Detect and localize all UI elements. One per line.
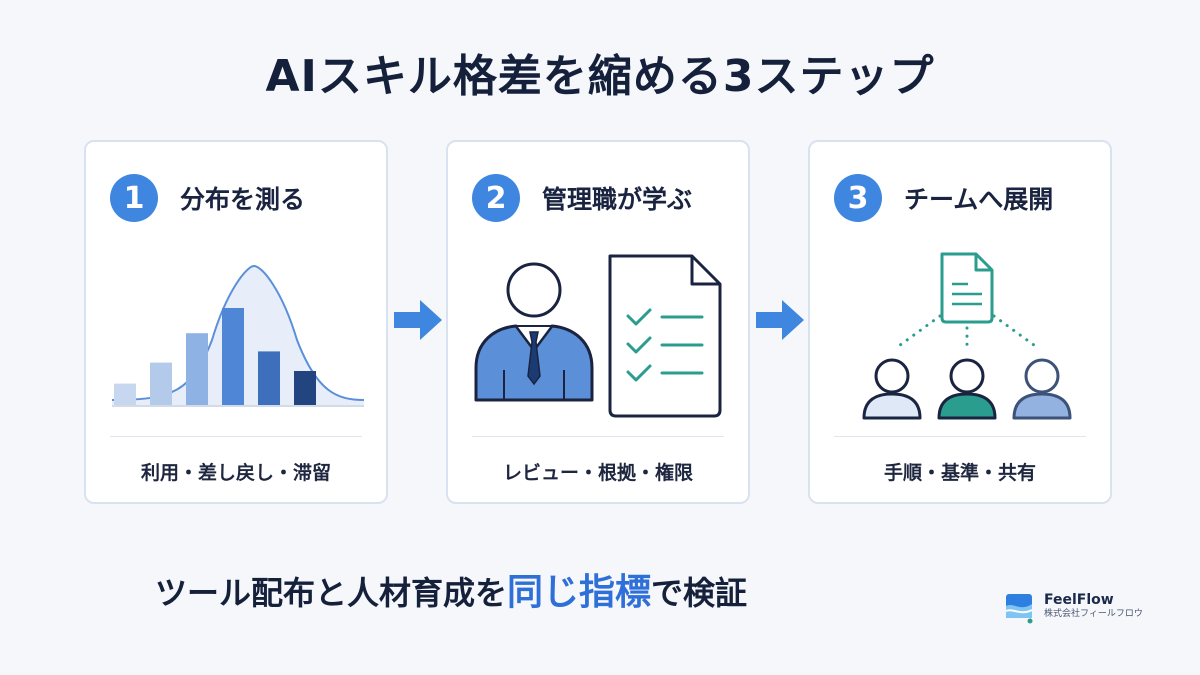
- step-header-2: 2 管理職が学ぶ: [472, 174, 692, 222]
- step-caption-1: 利用・差し戻し・滞留: [140, 462, 331, 484]
- step-caption-2: レビュー・根拠・権限: [502, 462, 693, 484]
- bottom-message-prefix: ツール配布と人材育成を: [155, 574, 508, 612]
- step-card-2: 2 管理職が学ぶ レビュー・根拠・権限: [446, 140, 750, 504]
- checklist-document-icon: [608, 254, 722, 418]
- distribution-bar: [114, 383, 136, 406]
- step-title-3: チームへ展開: [904, 185, 1054, 214]
- step-header-1: 1 分布を測る: [110, 174, 305, 222]
- logo-subtitle: 株式会社フィールフロウ: [1044, 609, 1143, 619]
- arrow-right-icon: [394, 300, 442, 340]
- step-card-3: 3 チームへ展開 手順・基準・共有: [808, 140, 1112, 504]
- company-logo: FeelFlow 株式会社フィールフロウ: [1004, 592, 1143, 624]
- card-divider-2: [472, 436, 724, 437]
- distribution-bar: [294, 371, 316, 406]
- step-number-badge-3: 3: [834, 174, 882, 222]
- step-number-badge-1: 1: [110, 174, 158, 222]
- step-header-3: 3 チームへ展開: [834, 174, 1053, 222]
- step-number-badge-2: 2: [472, 174, 520, 222]
- manager-checklist-icon: [474, 254, 722, 418]
- page-title: AIスキル格差を縮める3ステップ: [265, 51, 935, 102]
- bottom-message-suffix: で検証: [651, 574, 748, 612]
- step-caption-3: 手順・基準・共有: [883, 462, 1036, 484]
- distribution-bars: [114, 308, 316, 406]
- card-divider-1: [110, 436, 362, 437]
- arrow-right-icon: [756, 300, 804, 340]
- distribution-bar: [186, 333, 208, 406]
- team-member-icon-center: [937, 358, 997, 420]
- step-title-1: 分布を測る: [180, 185, 306, 214]
- distribution-bar: [258, 351, 280, 406]
- connection-dots: [894, 314, 1040, 350]
- distribution-bar: [150, 362, 172, 406]
- step-title-2: 管理職が学ぶ: [542, 185, 693, 214]
- bottom-message: ツール配布と人材育成を同じ指標で検証: [155, 563, 747, 615]
- manager-person-icon: [474, 262, 594, 402]
- distribution-bar: [222, 308, 244, 406]
- shared-document-icon: [940, 252, 994, 324]
- team-share-icon: [862, 252, 1072, 420]
- bottom-message-highlight: 同じ指標: [507, 572, 652, 613]
- team-member-icon-right: [1012, 358, 1072, 420]
- step-card-1: 1 分布を測る 利用・差し戻し・滞留: [84, 140, 388, 504]
- team-member-icon-left: [862, 358, 922, 420]
- distribution-chart-icon: [111, 264, 365, 407]
- feelflow-logo-icon: [1005, 594, 1033, 624]
- card-divider-3: [834, 436, 1086, 437]
- logo-name: FeelFlow: [1044, 592, 1114, 608]
